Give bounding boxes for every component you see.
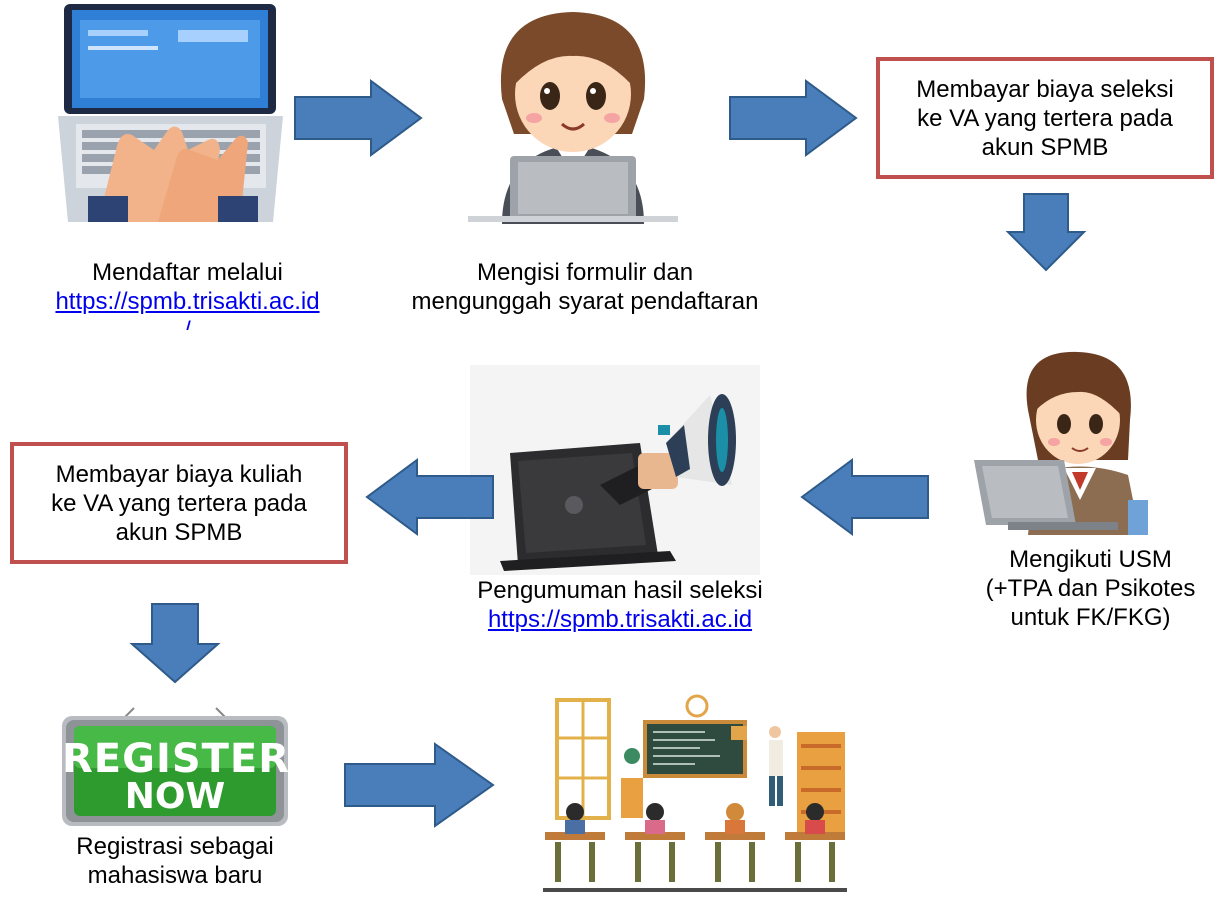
step2-line2: mengunggah syarat pendaftaran xyxy=(411,288,759,315)
step7-line2: mahasiswa baru xyxy=(87,862,263,889)
woman-laptop-illustration xyxy=(468,12,678,224)
arrow-right-icon xyxy=(294,79,423,157)
pay-selection-fee-line2: ke VA yang tertera pada xyxy=(917,104,1173,132)
step5-caption: Pengumuman hasil seleksi https://spmb.tr… xyxy=(440,576,800,634)
step4-line2: (+TPA dan Psikotes xyxy=(985,575,1196,602)
step7-line1: Registrasi sebagai xyxy=(76,833,274,860)
laptop-typing-illustration xyxy=(58,4,283,222)
pay-selection-fee-line1: Membayar biaya seleksi xyxy=(916,75,1174,103)
spmb-link[interactable]: https://spmb.trisakti.ac.id xyxy=(487,606,753,633)
register-sign-line1: REGISTER xyxy=(62,736,291,782)
pay-selection-fee-line3: akun SPMB xyxy=(981,133,1109,161)
step1-label: Mendaftar melalui xyxy=(92,259,283,286)
step5-label: Pengumuman hasil seleksi xyxy=(477,577,763,604)
megaphone-laptop-illustration xyxy=(470,365,760,575)
step4-line1: Mengikuti USM xyxy=(1009,546,1172,573)
step2-caption: Mengisi formulir dan mengunggah syarat p… xyxy=(380,258,790,316)
arrow-right-icon xyxy=(729,79,858,157)
arrow-down-icon xyxy=(1005,193,1087,272)
step1-caption: Mendaftar melalui https://spmb.trisakti.… xyxy=(20,258,355,330)
woman-exam-illustration xyxy=(974,351,1148,535)
register-now-sign: REGISTER NOW xyxy=(62,707,291,826)
step4-line3: untuk FK/FKG) xyxy=(1010,604,1171,631)
pay-tuition-line2: ke VA yang tertera pada xyxy=(51,489,307,517)
register-sign-line2: NOW xyxy=(124,776,226,817)
pay-tuition-box: Membayar biaya kuliah ke VA yang tertera… xyxy=(10,442,348,564)
pay-tuition-line1: Membayar biaya kuliah xyxy=(55,460,303,488)
spmb-link-tail[interactable]: / xyxy=(184,317,191,330)
step4-caption: Mengikuti USM (+TPA dan Psikotes untuk F… xyxy=(964,545,1217,632)
classroom-illustration xyxy=(543,694,847,892)
step7-caption: Registrasi sebagai mahasiswa baru xyxy=(30,832,320,890)
arrow-down-icon xyxy=(129,603,221,684)
pay-tuition-line3: akun SPMB xyxy=(115,518,243,546)
arrow-left-icon xyxy=(800,458,929,536)
spmb-link[interactable]: https://spmb.trisakti.ac.id xyxy=(55,288,320,315)
pay-selection-fee-box: Membayar biaya seleksi ke VA yang terter… xyxy=(876,57,1214,179)
arrow-left-icon xyxy=(365,458,494,536)
arrow-right-icon xyxy=(344,742,495,828)
step2-line1: Mengisi formulir dan xyxy=(476,259,694,286)
